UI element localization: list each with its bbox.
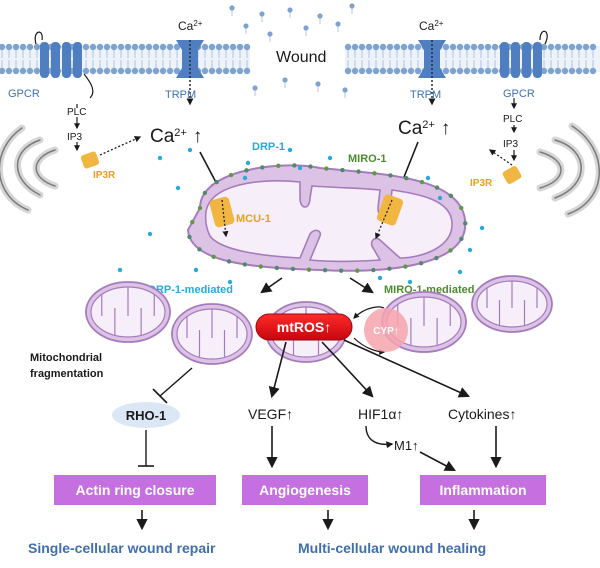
inflammation-box: Inflammation <box>420 475 546 505</box>
fragmentation-label-line1: Mitochondrial <box>30 352 102 364</box>
plc-label-left: PLC <box>67 107 86 118</box>
drp1-particles <box>117 147 485 285</box>
ip3-label-right: IP3 <box>503 139 518 150</box>
cell-membrane <box>0 3 600 98</box>
gpcr-label-right: GPCR <box>503 88 535 100</box>
fragmentation-label-line2: fragmentation <box>30 368 104 380</box>
endoplasmic-reticulum-left <box>0 124 59 214</box>
fragmented-mitochondria <box>85 275 553 365</box>
ip3r-channel-left <box>80 151 100 169</box>
miro1-mediated-label: MIRO-1-mediated <box>384 284 474 296</box>
svg-text:CYP↑: CYP↑ <box>373 326 399 337</box>
gpcr-receptor-right <box>500 30 548 78</box>
mcu1-label: MCU-1 <box>236 213 271 225</box>
drp1-mediated-label: DRP-1-mediated <box>148 284 233 296</box>
gpcr-receptor-left <box>34 31 94 99</box>
ip3-label-left: IP3 <box>67 132 82 143</box>
ip3r-channel-right <box>502 166 522 184</box>
mcu1-channel-left <box>209 196 235 238</box>
ca-increase-left: Ca2+↑ <box>150 126 202 147</box>
hif1a-label: HIF1α↑ <box>358 406 403 422</box>
svg-text:RHO-1: RHO-1 <box>126 408 166 423</box>
drp1-label: DRP-1 <box>252 141 285 153</box>
ip3r-label-right: IP3R <box>470 178 493 189</box>
cyp-badge: CYP↑ <box>364 308 408 352</box>
multi-cellular-healing-label: Multi-cellular wound healing <box>298 540 486 556</box>
endoplasmic-reticulum-right <box>536 122 600 218</box>
cytokines-label: Cytokines↑ <box>448 406 516 422</box>
angiogenesis-box: Angiogenesis <box>242 475 368 505</box>
gpcr-label-left: GPCR <box>8 88 40 100</box>
svg-text:Angiogenesis: Angiogenesis <box>259 482 351 498</box>
svg-text:Actin ring closure: Actin ring closure <box>75 482 194 498</box>
actin-ring-closure-box: Actin ring closure <box>54 475 216 505</box>
mcu1-channel-right <box>375 194 404 240</box>
ca-label-top-left: Ca2+ <box>178 19 203 34</box>
svg-text:Inflammation: Inflammation <box>439 482 526 498</box>
trpm-channel-left <box>176 40 204 106</box>
miro1-label: MIRO-1 <box>348 153 387 165</box>
mitochondrion-large <box>186 163 468 273</box>
rho1-badge: RHO-1 <box>112 402 180 428</box>
ca-label-top-right: Ca2+ <box>419 19 444 34</box>
svg-text:mtROS↑: mtROS↑ <box>277 319 331 335</box>
wound-label: Wound <box>276 49 326 66</box>
trpm-channel-right <box>418 40 446 106</box>
trpm-label-right: TRPM <box>410 89 441 101</box>
vegf-label: VEGF↑ <box>248 406 293 422</box>
ca-increase-right: Ca2+↑ <box>398 118 450 139</box>
plc-label-right: PLC <box>503 114 522 125</box>
m1-label: M1↑ <box>394 438 419 453</box>
mtros-badge: mtROS↑ <box>255 313 353 341</box>
trpm-label-left: TRPM <box>165 89 196 101</box>
single-cellular-repair-label: Single-cellular wound repair <box>28 540 216 556</box>
ip3r-label-left: IP3R <box>93 170 116 181</box>
